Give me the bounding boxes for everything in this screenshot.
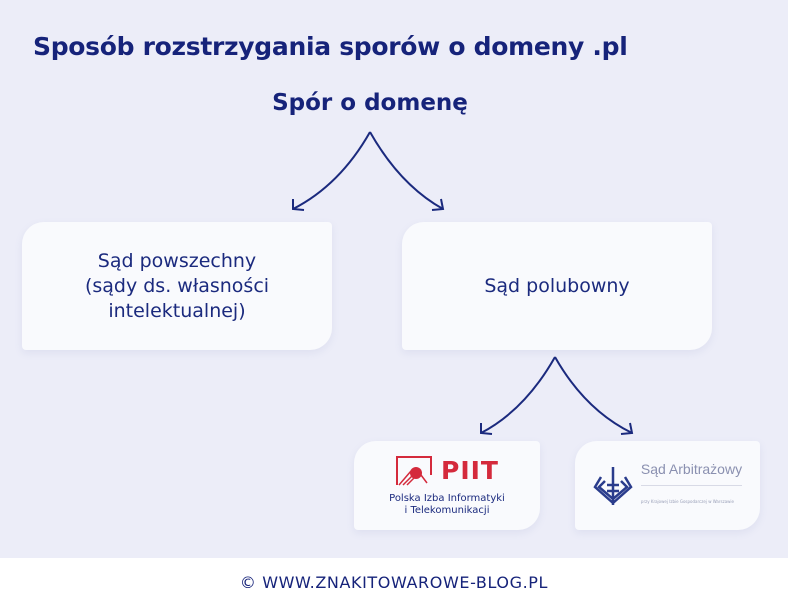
page-title: Sposób rozstrzygania sporów o domeny .pl <box>33 32 628 61</box>
node-sad-arbitrazowy: Sąd Arbitrażowy przy Krajowej Izbie Gosp… <box>575 441 760 530</box>
arrow-to-sad-arbitrazowy <box>554 356 633 434</box>
arrow-to-arbitration <box>369 131 444 210</box>
node-common-court: Sąd powszechny (sądy ds. własności intel… <box>22 222 332 350</box>
piit-logo: PIIT <box>395 455 499 487</box>
sad-arbitrazowy-subtitle: przy Krajowej Izbie Gospodarczej w Warsz… <box>640 485 743 514</box>
piit-emblem-icon <box>396 455 432 486</box>
node-label-line: intelektualnej) <box>108 299 246 322</box>
arrow-to-piit <box>480 356 556 434</box>
footer-credit: © WWW.ZNAKITOWAROWE-BLOG.PL <box>0 558 788 607</box>
node-label-line: (sądy ds. własności <box>84 274 270 297</box>
arrow-to-common-court <box>292 131 371 210</box>
piit-name-line2: i Telekomunikacji <box>404 504 490 516</box>
node-label: Sąd polubowny <box>484 274 630 297</box>
piit-name-line1: Polska Izba Informatyki <box>389 492 505 504</box>
node-piit: PIIT Polska Izba Informatyki i Telekomun… <box>354 441 540 530</box>
sad-arbitrazowy-emblem-icon <box>593 466 633 505</box>
root-node: Spór o domenę <box>272 90 468 116</box>
piit-mark: PIIT <box>441 456 499 485</box>
node-label-line: Sąd powszechny <box>97 249 257 272</box>
node-arbitration: Sąd polubowny <box>402 222 712 350</box>
sad-arbitrazowy-title: Sąd Arbitrażowy <box>640 461 743 477</box>
